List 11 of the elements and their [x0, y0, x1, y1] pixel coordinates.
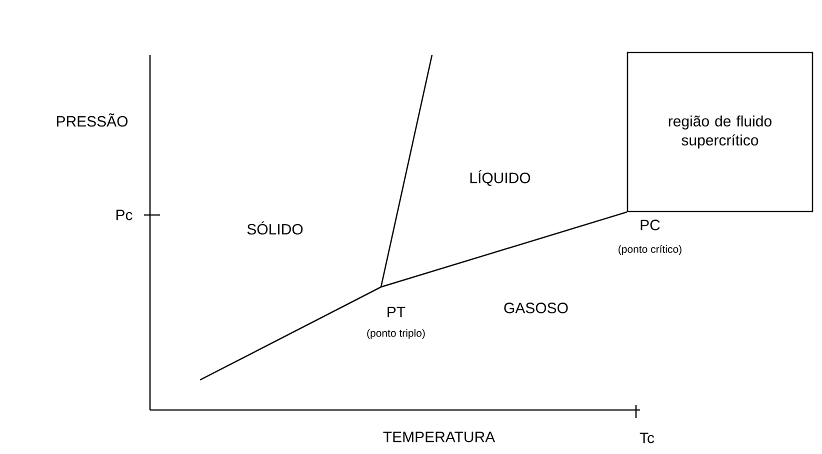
region-label: SÓLIDO [247, 221, 303, 235]
axis-label: TEMPERATURA [383, 432, 496, 442]
tick-label: Pc [116, 210, 132, 220]
axis-label: PRESSÃO [56, 113, 128, 127]
region-box: região de fluido supercrítico [626, 52, 814, 212]
region-label: GASOSO [504, 302, 568, 314]
point-note: (ponto triplo) [367, 329, 425, 339]
point-note: (ponto crítico) [618, 245, 682, 255]
region-label: LÍQUIDO [470, 170, 530, 186]
tick-label: Tc [640, 432, 654, 444]
point-label: PT [388, 306, 406, 318]
